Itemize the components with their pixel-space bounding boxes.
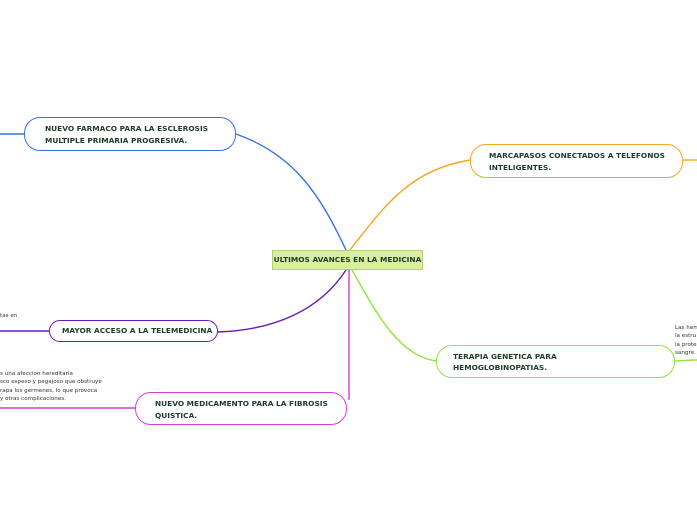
node-marcapasos[interactable]: MARCAPASOS CONECTADOS A TELEFONOS INTELI… xyxy=(470,144,683,178)
node-marcapasos-line1: MARCAPASOS CONECTADOS A TELEFONOS xyxy=(489,151,665,160)
node-fibrosis-line1: NUEVO MEDICAMENTO PARA LA FIBROSIS xyxy=(155,399,328,408)
node-farmaco-line1: NUEVO FARMACO PARA LA ESCLEROSIS xyxy=(45,124,209,133)
central-topic[interactable]: ULTIMOS AVANCES EN LA MEDICINA xyxy=(272,250,423,270)
node-fibrosis[interactable]: NUEVO MEDICAMENTO PARA LA FIBROSIS QUIST… xyxy=(135,392,347,425)
connector-terapia-outer xyxy=(674,359,697,362)
node-marcapasos-line2: INTELIGENTES. xyxy=(489,163,552,172)
connector-marcapasos xyxy=(349,159,471,251)
note-telemedicina: tas en xyxy=(0,313,18,319)
connector-terapia xyxy=(351,269,437,362)
node-farmaco[interactable]: NUEVO FARMACO PARA LA ESCLEROSIS MULTIPL… xyxy=(24,117,236,151)
note-fibrosis: s una afeccion hereditaria sco espeso y … xyxy=(0,371,102,402)
node-fibrosis-line2: QUISTICA. xyxy=(155,411,198,420)
note-terapia: Las hem la estru la prote sangre. xyxy=(675,325,697,356)
node-terapia-line2: HEMOGLOBINOPATIAS. xyxy=(453,363,548,372)
connector-farmaco xyxy=(235,133,347,251)
node-terapia-line1: TERAPIA GENETICA PARA xyxy=(453,352,557,361)
central-topic-label: ULTIMOS AVANCES EN LA MEDICINA xyxy=(273,255,422,264)
node-telemedicina-line1: MAYOR ACCESO A LA TELEMEDICINA xyxy=(62,326,213,335)
connector-telemedicina xyxy=(217,269,347,333)
node-telemedicina[interactable]: MAYOR ACCESO A LA TELEMEDICINA xyxy=(49,320,218,342)
node-farmaco-line2: MULTIPLE PRIMARIA PROGRESIVA. xyxy=(45,136,188,145)
node-terapia[interactable]: TERAPIA GENETICA PARA HEMOGLOBINOPATIAS. xyxy=(436,345,675,378)
